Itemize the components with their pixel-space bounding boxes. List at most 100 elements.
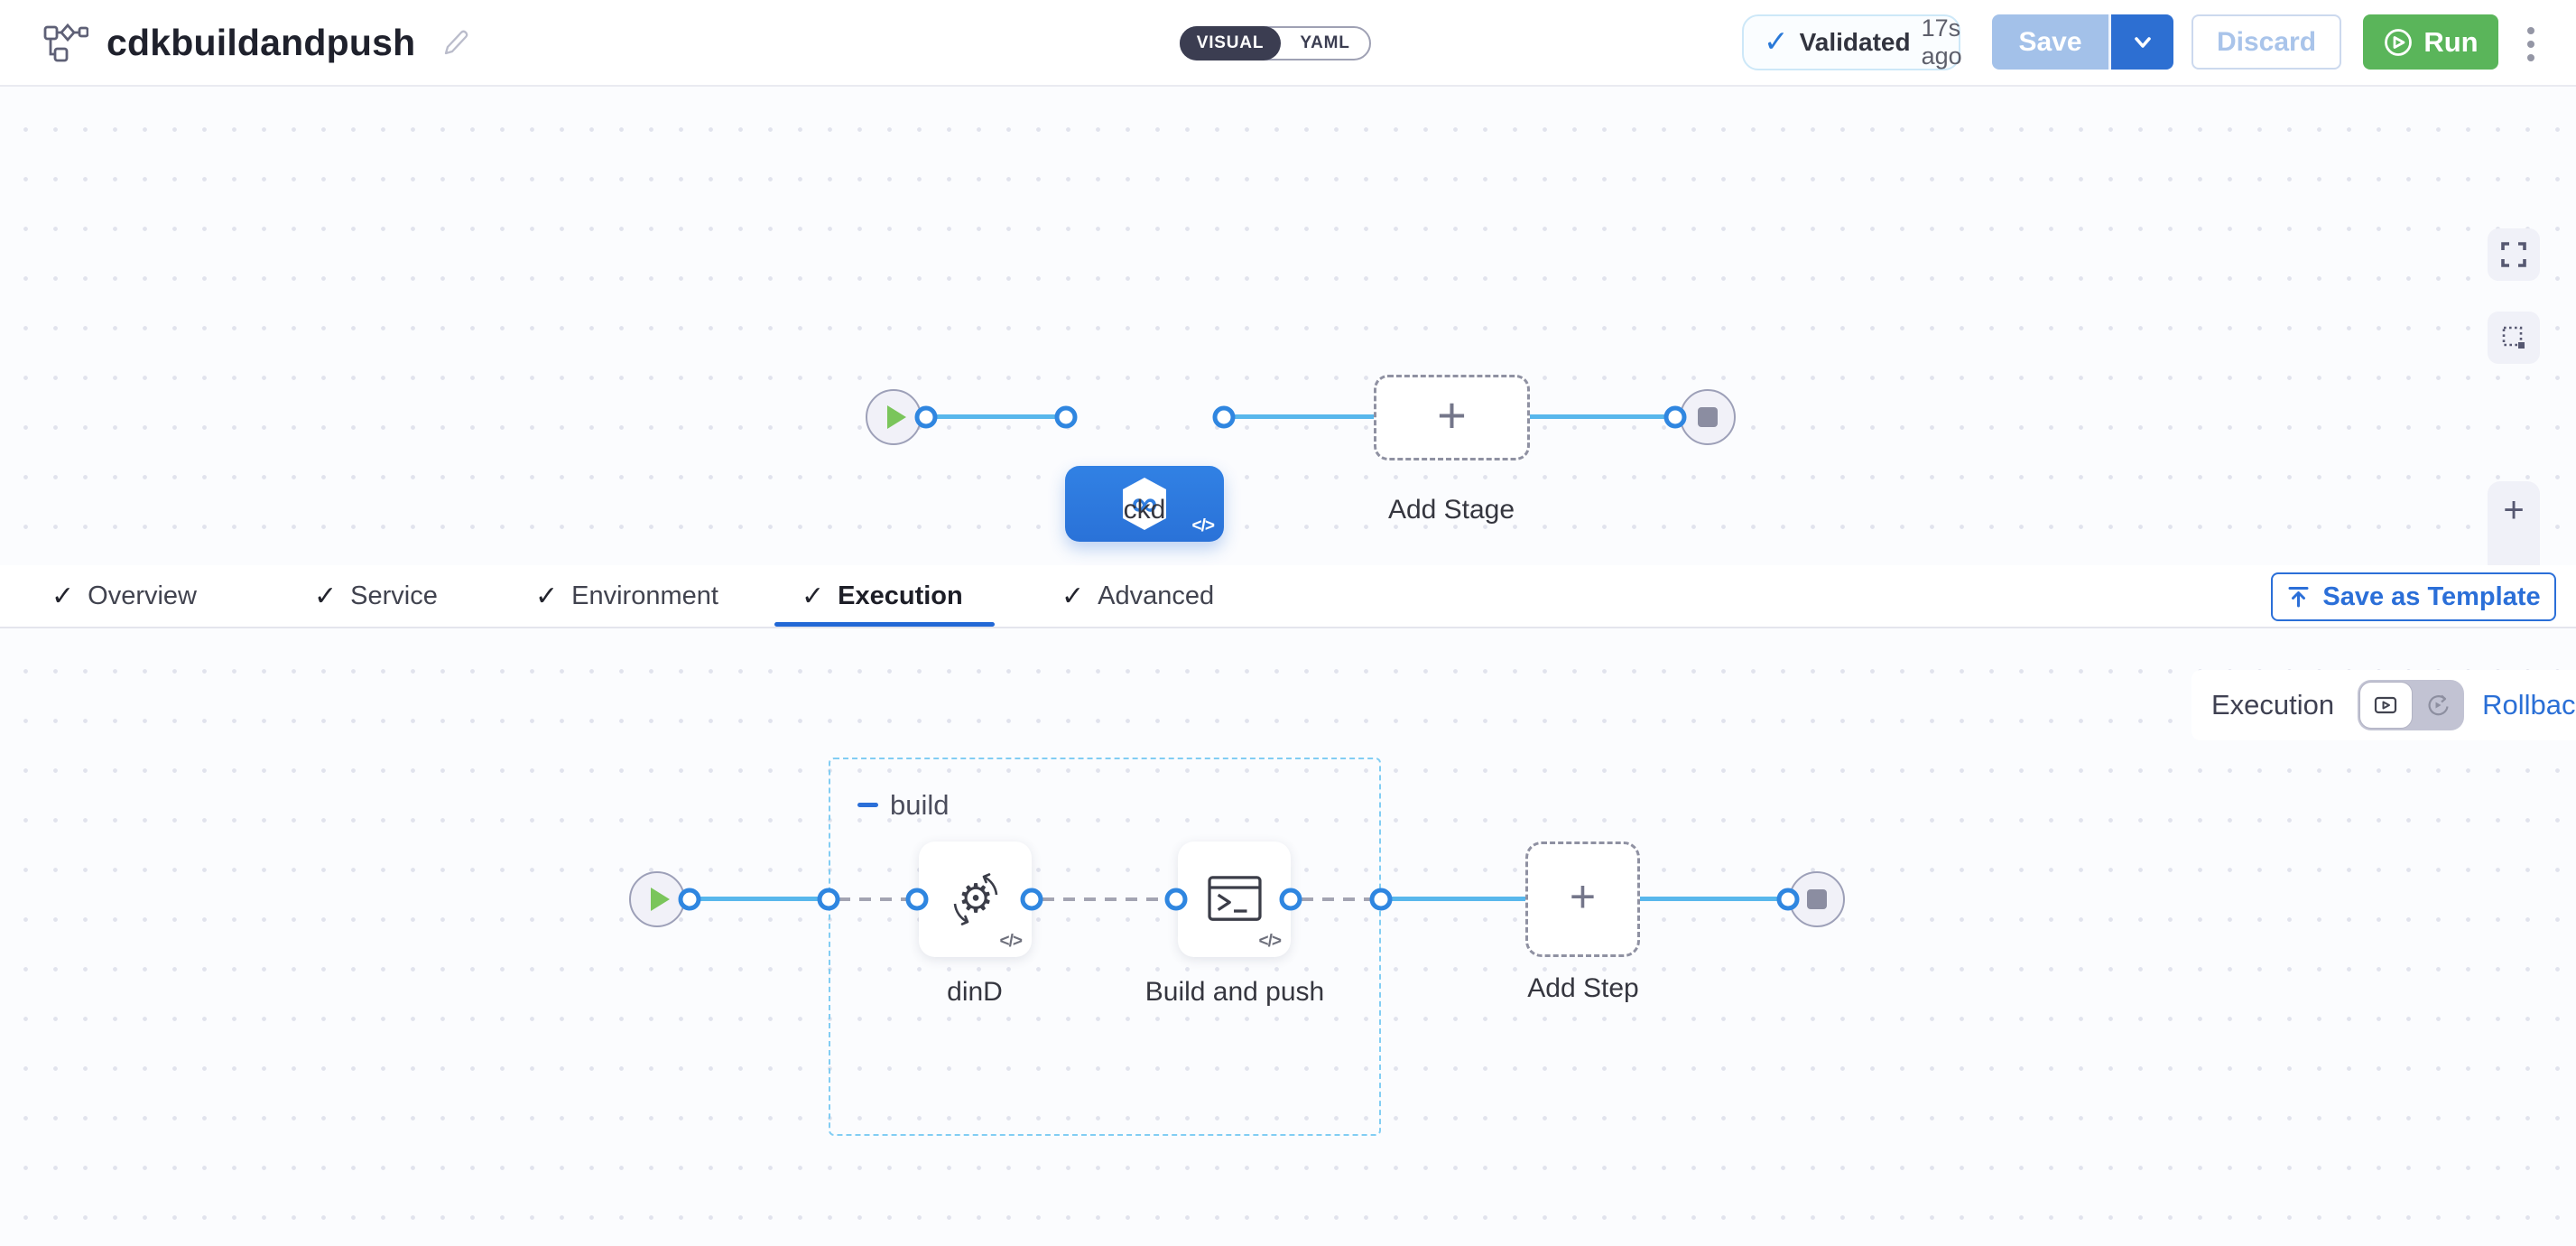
connector-dashed-line (1042, 897, 1166, 901)
execution-label: Execution (2211, 689, 2335, 721)
step-node-build-and-push[interactable]: </> (1178, 842, 1291, 957)
connector-port (817, 888, 840, 911)
page-title: cdkbuildandpush (107, 22, 416, 63)
connector-port (1279, 888, 1302, 911)
tab-label: Execution (838, 581, 963, 610)
connector-line (934, 414, 1067, 419)
connector-port (1369, 888, 1393, 911)
save-button[interactable]: Save (1992, 14, 2108, 70)
add-step-button[interactable]: + (1525, 842, 1640, 957)
run-button[interactable]: Run (2363, 14, 2498, 70)
save-menu-button[interactable] (2108, 14, 2173, 70)
toggle-visual[interactable]: VISUAL (1180, 26, 1281, 60)
execution-rollback-toolbar: Execution Rollback (2191, 670, 2576, 740)
pipeline-end-node (1680, 389, 1736, 445)
connector-port (1663, 405, 1687, 429)
active-tab-underline (774, 622, 995, 627)
connector-port (1164, 888, 1188, 911)
start-play-icon (887, 405, 906, 429)
execution-play-icon (2375, 696, 2397, 713)
connector-port (1212, 405, 1236, 429)
plus-icon: + (1437, 386, 1467, 443)
rollback-link[interactable]: Rollback (2482, 689, 2576, 721)
step-node-dind[interactable]: ⚙ </> (919, 842, 1032, 957)
save-as-template-button[interactable]: Save as Template (2271, 572, 2556, 621)
stop-icon (1807, 889, 1827, 909)
dind-gear-sync-icon: ⚙ (953, 873, 997, 925)
connector-line (1640, 897, 1781, 901)
execution-canvas[interactable]: Execution Rollback (0, 628, 2576, 1246)
connector-port (1054, 405, 1078, 429)
rollback-mode-segment[interactable] (2413, 680, 2464, 730)
tab-label: Overview (88, 581, 197, 610)
edit-pencil-icon[interactable] (439, 27, 469, 58)
check-icon: ✓ (51, 581, 75, 611)
svg-text:⚙: ⚙ (958, 876, 993, 922)
connector-line (1391, 897, 1525, 901)
tab-environment[interactable]: ✓ Environment (535, 565, 718, 627)
rollback-circular-icon (2428, 694, 2449, 715)
execution-mode-segment[interactable] (2359, 682, 2414, 729)
connector-dashed-line (1302, 897, 1370, 901)
save-as-template-label: Save as Template (2322, 581, 2541, 611)
connector-port (1776, 888, 1800, 911)
execution-end-node (1789, 871, 1845, 927)
add-stage-label: Add Stage (1387, 495, 1515, 525)
stage-canvas[interactable]: ∞ </> + ckd Add Stage + − (0, 87, 2576, 597)
selection-mode-button[interactable] (2488, 312, 2540, 364)
ci-infinity-icon: ∞ (1131, 483, 1158, 524)
connector-port (678, 888, 701, 911)
tab-label: Advanced (1098, 581, 1215, 610)
fullscreen-icon (2501, 242, 2526, 267)
tab-overview[interactable]: ✓ Overview (51, 565, 197, 627)
tab-label: Environment (571, 581, 718, 610)
stop-icon (1698, 407, 1718, 427)
stage-hexagon-icon (1123, 478, 1166, 530)
stage-node-ckd[interactable]: ∞ </> (1065, 466, 1224, 542)
connector-dashed-line (839, 897, 907, 901)
toggle-yaml[interactable]: YAML (1300, 33, 1350, 52)
code-badge-icon: </> (999, 932, 1024, 951)
validated-label: Validated (1799, 28, 1911, 56)
run-play-icon (2385, 28, 2413, 56)
collapse-group-button[interactable] (857, 803, 878, 807)
validated-status-chip[interactable]: ✓ Validated 17s ago (1742, 14, 1962, 70)
execution-rollback-toggle[interactable] (2358, 680, 2465, 730)
more-options-button[interactable] (2522, 27, 2540, 63)
connector-port (905, 888, 929, 911)
add-stage-button[interactable]: + (1374, 375, 1530, 460)
check-icon: ✓ (1764, 23, 1789, 58)
plus-icon: + (1569, 871, 1597, 922)
start-play-icon (651, 888, 670, 911)
connector-port (1020, 888, 1043, 911)
code-badge-icon: </> (1191, 516, 1216, 535)
check-icon: ✓ (802, 581, 825, 611)
connector-line (698, 897, 829, 901)
run-label: Run (2423, 25, 2479, 58)
validated-time: 17s ago (1921, 14, 1962, 70)
tab-advanced[interactable]: ✓ Advanced (1061, 565, 1214, 627)
chevron-down-icon (2134, 36, 2151, 48)
code-badge-icon: </> (1258, 932, 1283, 951)
tab-label: Service (350, 581, 438, 610)
stage-name-label: ckd (1123, 495, 1166, 525)
marquee-select-icon (2502, 326, 2525, 349)
visual-yaml-toggle[interactable]: VISUAL YAML (1180, 26, 1371, 60)
fullscreen-button[interactable] (2488, 228, 2540, 281)
connector-line (1530, 414, 1673, 419)
pipeline-icon (43, 23, 88, 62)
tab-execution[interactable]: ✓ Execution (802, 565, 963, 627)
pipeline-start-node (866, 389, 922, 445)
check-icon: ✓ (314, 581, 338, 611)
header: cdkbuildandpush VISUAL YAML ✓ Validated … (0, 0, 2576, 87)
discard-button[interactable]: Discard (2191, 14, 2341, 70)
connector-line (1229, 414, 1374, 419)
zoom-in-button[interactable]: + (2503, 490, 2525, 530)
step-group-build: build (829, 758, 1381, 1136)
tab-service[interactable]: ✓ Service (314, 565, 438, 627)
terminal-icon (1207, 876, 1262, 921)
step-name-label: Build and push (1144, 977, 1325, 1007)
group-title: build (890, 789, 950, 821)
check-icon: ✓ (535, 581, 559, 611)
